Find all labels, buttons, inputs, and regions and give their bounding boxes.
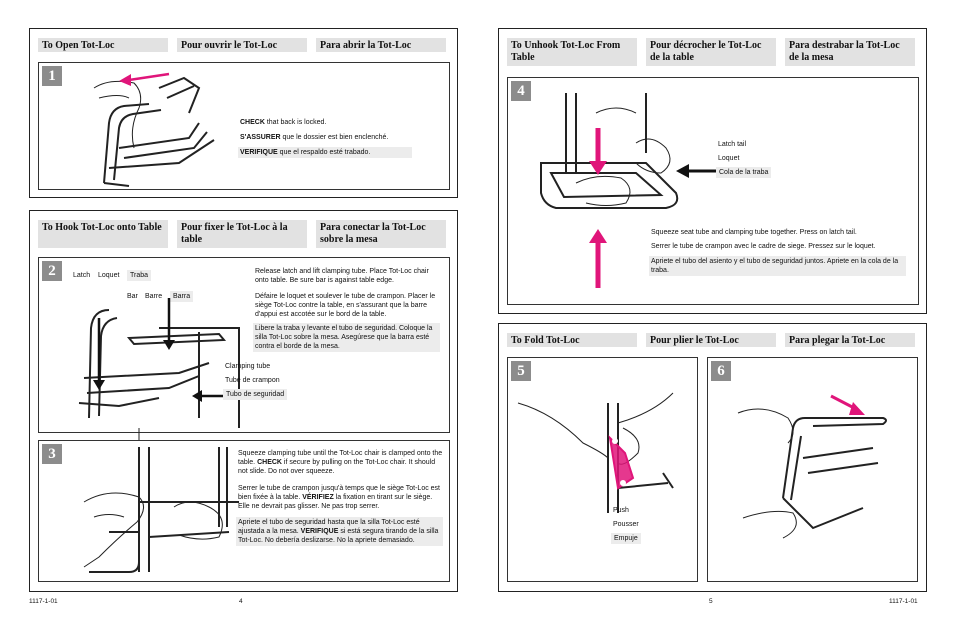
clamp-text-es: Apriete el tubo de seguridad hasta que l…: [236, 517, 443, 546]
open-line-en: CHECK that back is locked.: [240, 119, 327, 126]
unhook-header-fr: Pour décrocher le Tot-Loc de la table: [646, 38, 776, 66]
open-header-en: To Open Tot-Loc: [38, 38, 168, 52]
fold-illustration: [737, 394, 887, 539]
open-header-fr: Pour ouvrir le Tot-Loc: [177, 38, 307, 52]
hook-header-fr: Pour fixer le Tot-Loc à la table: [177, 220, 307, 248]
fold-header-en: To Fold Tot-Loc: [507, 333, 637, 347]
fold-step5-box: 5 Push Pousser Empuje: [507, 357, 698, 582]
left-footer-code: 1117-1-01: [29, 598, 58, 605]
latch-label-es: Traba: [127, 270, 152, 281]
clamp-text-fr: Serrer le tube de crampon jusqu'à temps …: [238, 485, 440, 510]
unhook-step-box: 4 Latch tail Loquet Cola de la trab: [507, 77, 919, 305]
fold-header-fr: Pour plier le Tot-Loc: [646, 333, 776, 347]
fold-header-es: Para plegar la Tot-Loc: [785, 333, 915, 347]
push-label-fr: Pousser: [613, 521, 639, 528]
step-number-2: 2: [42, 261, 62, 281]
hook-chair-illustration: [78, 298, 240, 448]
step-number-1: 1: [42, 66, 62, 86]
unhook-panel: To Unhook Tot-Loc From Table Pour décroc…: [498, 28, 927, 314]
hook-step-box: 2 Latch Loquet Traba Bar Barre Barra: [38, 257, 450, 448]
fold-step6-box: 6: [707, 357, 918, 582]
latch-label-en: Latch: [73, 272, 91, 279]
clamp-illustration: [83, 447, 239, 573]
unhook-text-en: Squeeze seat tube and clamping tube toge…: [651, 229, 857, 236]
clamp-label-fr: Tube de crampon: [225, 377, 280, 384]
open-header-es: Para abrir la Tot-Loc: [316, 38, 446, 52]
unhook-illustration: [540, 93, 716, 288]
step-number-5: 5: [511, 361, 531, 381]
hook-text-es: Libere la traba y levante el tubo de seg…: [253, 323, 440, 352]
latch-tail-label-fr: Loquet: [718, 155, 740, 162]
unhook-header-es: Para destrabar la Tot-Loc de la mesa: [785, 38, 915, 66]
clamp-label-en: Clamping tube: [225, 363, 271, 370]
push-label-en: Push: [613, 507, 629, 514]
open-chair-illustration: [93, 72, 215, 187]
step-number-3: 3: [42, 444, 62, 464]
bar-label-en: Bar: [127, 293, 138, 300]
clamp-text-en: Squeeze clamping tube until the Tot-Loc …: [238, 450, 443, 475]
hook-text-fr: Défaire le loquet et soulever le tube de…: [255, 293, 436, 318]
step-number-6: 6: [711, 361, 731, 381]
unhook-text-fr: Serrer le tube de crampon avec le cadre …: [651, 243, 876, 250]
latch-label-fr: Loquet: [98, 272, 120, 279]
bar-label-fr: Barre: [145, 293, 163, 300]
fold-push-illustration: [517, 392, 674, 513]
open-step-box: 1 CHECK that back is locked. S': [38, 62, 450, 190]
right-footer-page: 5: [709, 598, 713, 605]
hook-panel: To Hook Tot-Loc onto Table Pour fixer le…: [29, 210, 458, 592]
unhook-header-en: To Unhook Tot-Loc From Table: [507, 38, 637, 66]
latch-tail-label-es: Cola de la traba: [716, 167, 772, 178]
push-label-es: Empuje: [611, 533, 641, 544]
left-footer-page: 4: [239, 598, 243, 605]
open-panel: To Open Tot-Loc Pour ouvrir le Tot-Loc P…: [29, 28, 458, 198]
right-footer-code: 1117-1-01: [889, 598, 918, 605]
clamp-label-es: Tubo de seguridad: [223, 389, 288, 400]
open-line-fr: S'ASSURER que le dossier est bien enclen…: [240, 134, 389, 141]
open-line-es: VERIFIQUE que el respaldo esté trabado.: [238, 147, 412, 158]
fold-panel: To Fold Tot-Loc Pour plier le Tot-Loc Pa…: [498, 323, 927, 592]
hook-header-es: Para conectar la Tot-Loc sobre la mesa: [316, 220, 446, 248]
hook-header-en: To Hook Tot-Loc onto Table: [38, 220, 168, 248]
unhook-text-es: Apriete el tubo del asiento y el tubo de…: [649, 256, 906, 276]
bar-label-es: Barra: [170, 291, 194, 302]
hook-text-en: Release latch and lift clamping tube. Pl…: [255, 268, 429, 284]
latch-tail-label-en: Latch tail: [718, 141, 747, 148]
clamp-step-box: 3 Squeeze clamping tube until the Tot-Lo…: [38, 440, 450, 582]
step-number-4: 4: [511, 81, 531, 101]
